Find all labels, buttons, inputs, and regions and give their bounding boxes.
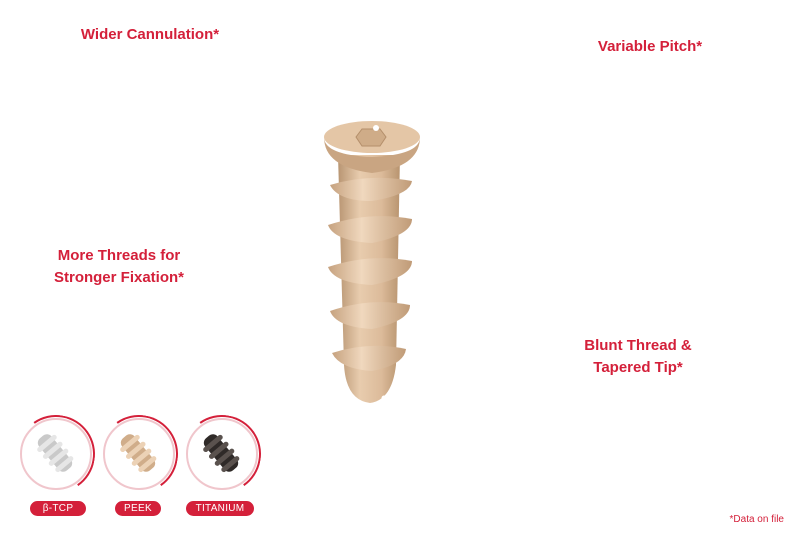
material-swatch-titanium[interactable]	[176, 408, 268, 500]
callout-wider-cannulation: Wider Cannulation*	[80, 26, 220, 43]
tcp-screw-icon	[37, 434, 74, 473]
callout-more-threads-line1: More Threads for	[57, 247, 181, 264]
material-label-peek[interactable]: PEEK	[115, 501, 161, 516]
material-swatch-tcp[interactable]	[10, 408, 102, 500]
callout-more-threads-line2: Stronger Fixation*	[53, 269, 184, 286]
callout-blunt-thread-line2: Tapered Tip*	[593, 359, 683, 376]
peek-screw-illustration	[300, 115, 440, 415]
footnote: *Data on file	[729, 514, 784, 525]
callout-blunt-thread: Blunt Thread & Tapered Tip*	[548, 335, 728, 379]
peek-screw-icon	[120, 434, 157, 473]
material-label-tcp[interactable]: β-TCP	[30, 501, 86, 516]
screw-icon	[324, 121, 420, 403]
material-label-titanium[interactable]: TITANIUM	[186, 501, 254, 516]
callout-more-threads: More Threads for Stronger Fixation*	[24, 245, 214, 289]
callout-variable-pitch: Variable Pitch*	[597, 38, 703, 55]
material-swatch-peek[interactable]	[93, 408, 185, 500]
titanium-screw-icon	[203, 434, 240, 473]
callout-blunt-thread-line1: Blunt Thread &	[584, 337, 692, 354]
